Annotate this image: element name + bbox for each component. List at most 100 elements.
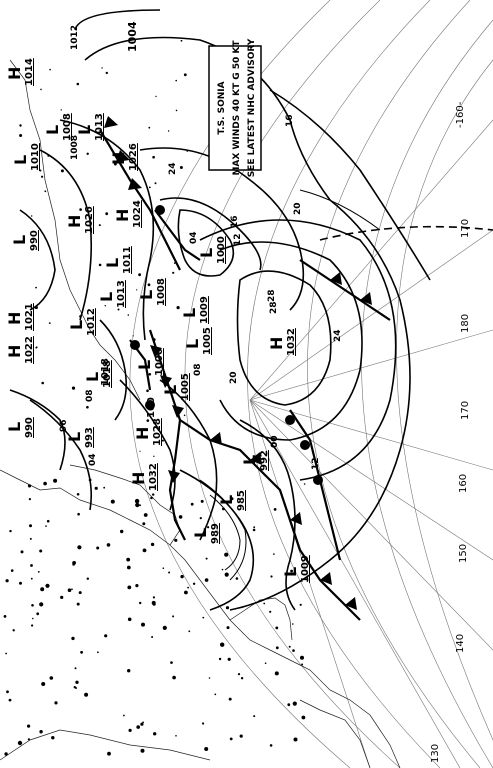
pressure-value: 1028 <box>152 418 163 446</box>
high-pressure-letter: H <box>267 337 286 350</box>
low-pressure-letter: L <box>180 308 199 318</box>
isobar-label: 1004 <box>126 21 139 52</box>
station-dot <box>73 686 77 689</box>
station-dot <box>274 671 279 676</box>
station-dot <box>172 675 176 680</box>
station-dot <box>135 584 139 588</box>
station-dot <box>8 698 12 702</box>
station-dot <box>146 419 150 422</box>
station-dot <box>192 582 196 585</box>
station-dot <box>136 289 138 291</box>
station-dot <box>86 152 89 155</box>
station-dot <box>79 208 82 211</box>
low-pressure-letter: L <box>240 455 259 465</box>
station-dot <box>153 455 155 457</box>
station-dot <box>221 568 224 571</box>
station-dot <box>230 497 234 501</box>
station-dot <box>29 524 32 528</box>
isobar-label: 08 <box>85 389 95 402</box>
station-dot <box>253 526 256 529</box>
isobar-label: 12 <box>311 457 321 470</box>
station-dot <box>39 602 44 607</box>
station-dot <box>175 79 177 82</box>
station-dot <box>214 693 217 696</box>
misc-labels: 100 1018 96 04 00 04 08 12 16 20 24 28 <box>59 162 280 466</box>
station-dot <box>32 617 34 620</box>
station-dot <box>172 271 175 274</box>
station-dot <box>139 601 142 605</box>
station-dot <box>31 215 33 217</box>
station-dot <box>80 650 83 654</box>
low-pressure-letter: L <box>135 360 154 370</box>
station-dot <box>4 752 8 756</box>
station-dot <box>60 169 64 173</box>
pressure-value: 1008 <box>62 113 73 141</box>
station-dot <box>300 655 304 660</box>
misc-label: 1018 <box>100 358 111 386</box>
low-pressure-letter: L <box>281 567 300 577</box>
station-dot <box>205 557 208 560</box>
station-dot <box>41 381 44 385</box>
pressure-value: 1000 <box>216 236 227 264</box>
station-dot <box>140 748 145 753</box>
pressure-value: 1009 <box>199 296 210 324</box>
station-dot <box>153 732 157 736</box>
station-dot <box>148 126 151 129</box>
pressure-value: 1006 <box>154 348 165 376</box>
high-pressure-letter: H <box>133 427 152 440</box>
station-dot <box>71 636 75 641</box>
station-dot <box>34 305 38 310</box>
pressure-value: 989 <box>210 523 221 544</box>
station-dot <box>104 634 108 638</box>
misc-label: 00 <box>270 435 280 448</box>
station-dot <box>45 525 47 527</box>
misc-label: 08 <box>193 363 203 376</box>
station-dot <box>162 567 165 569</box>
station-dot <box>204 578 209 582</box>
station-dot <box>127 617 132 622</box>
pressure-value: 1008 <box>156 278 167 306</box>
station-dot <box>78 591 82 595</box>
station-dot <box>269 744 273 747</box>
station-dot <box>142 522 146 526</box>
pressure-value: 1011 <box>122 246 133 274</box>
station-dot <box>202 722 205 725</box>
station-dot <box>155 95 157 98</box>
advisory-line-2: MAX WINDS 40 KT G 50 KT <box>232 40 242 176</box>
station-dot <box>179 166 183 169</box>
low-pressure-letter: L <box>10 235 29 245</box>
station-dot <box>253 715 256 718</box>
station-dot <box>39 730 43 734</box>
station-dot <box>76 602 80 606</box>
station-dot <box>161 439 164 442</box>
isobars <box>9 9 431 611</box>
station-dot <box>152 155 155 159</box>
station-dot <box>114 162 117 166</box>
pressure-value: 1032 <box>286 328 297 356</box>
station-plots <box>3 39 306 756</box>
pressure-value: 1009 <box>300 555 311 583</box>
station-dot <box>3 615 7 618</box>
station-dot <box>226 626 230 630</box>
station-dot <box>43 481 47 486</box>
station-dot <box>128 728 132 733</box>
station-dot <box>97 651 99 654</box>
station-dot <box>174 538 178 542</box>
station-dot <box>5 579 9 583</box>
low-pressure-letter: L <box>65 432 84 442</box>
station-dot <box>79 315 82 318</box>
station-dot <box>287 703 291 707</box>
station-dot <box>183 414 186 417</box>
pressure-value: 1013 <box>94 113 105 141</box>
